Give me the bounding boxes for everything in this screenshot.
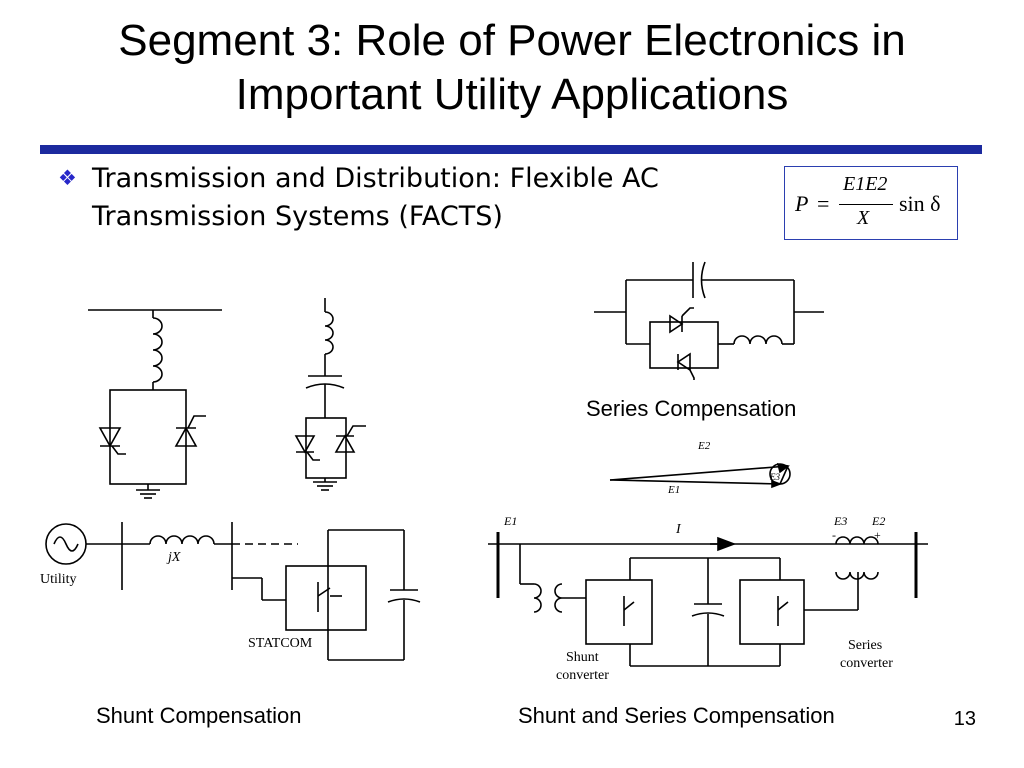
utility-label: Utility xyxy=(40,572,77,587)
inductor-coil xyxy=(149,535,215,545)
tcr-shunt-circuit xyxy=(88,309,222,499)
phasor-e3-label: E3 xyxy=(770,472,780,482)
equation-equals: = xyxy=(817,191,830,216)
equation-numerator: E1E2 xyxy=(843,173,888,195)
power-equation-box: P = E1E2 X sin δ xyxy=(784,166,958,240)
equation-rhs: sin δ xyxy=(899,191,941,216)
page-number: 13 xyxy=(953,708,976,730)
bullet-line-2: Transmission Systems (FACTS) xyxy=(92,201,503,232)
shunt-converter-label-2: converter xyxy=(556,668,609,683)
series-converter-label-1: Series xyxy=(848,638,883,653)
inductor-coil xyxy=(324,311,334,355)
diamond-bullet-icon: ❖ xyxy=(58,167,77,190)
series-compensation-label: Series Compensation xyxy=(586,396,797,421)
bus-e1-label: E1 xyxy=(504,514,518,528)
inductor-coil xyxy=(733,335,783,345)
current-i-label: I xyxy=(676,522,681,537)
shunt-converter-label-1: Shunt xyxy=(566,650,599,665)
inductor-coil xyxy=(152,317,163,383)
phasor-e2-label: E2 xyxy=(698,440,711,452)
statcom-circuit xyxy=(45,522,421,661)
fraction-bar xyxy=(839,204,893,205)
bullet-text: Transmission and Distribution: Flexible … xyxy=(92,160,752,236)
slide-title: Segment 3: Role of Power Electronics in … xyxy=(0,14,1024,122)
shunt-compensation-label: Shunt Compensation xyxy=(96,703,302,728)
equation-lhs: P xyxy=(795,191,809,216)
shunt-and-series-label: Shunt and Series Compensation xyxy=(518,703,835,728)
statcom-label: STATCOM xyxy=(248,636,313,651)
bullet-line-1: Transmission and Distribution: Flexible … xyxy=(92,163,659,194)
upfc-circuit xyxy=(488,532,928,667)
bus-e2-label: E2 xyxy=(872,514,886,528)
minus-sign: - xyxy=(832,528,836,542)
bus-e3-label: E3 xyxy=(834,514,848,528)
title-line-1: Segment 3: Role of Power Electronics in xyxy=(118,16,906,65)
title-rule xyxy=(40,145,982,154)
title-line-2: Important Utility Applications xyxy=(235,70,789,119)
equation-denominator: X xyxy=(857,207,870,229)
series-converter-label-2: converter xyxy=(840,656,893,671)
tsc-shunt-circuit xyxy=(294,298,366,491)
phasor-e1-label: E1 xyxy=(668,484,681,496)
plus-sign: + xyxy=(874,528,881,542)
phasor-diagram xyxy=(609,463,791,485)
series-compensation-circuit xyxy=(594,261,824,380)
jx-label: jX xyxy=(168,550,181,565)
